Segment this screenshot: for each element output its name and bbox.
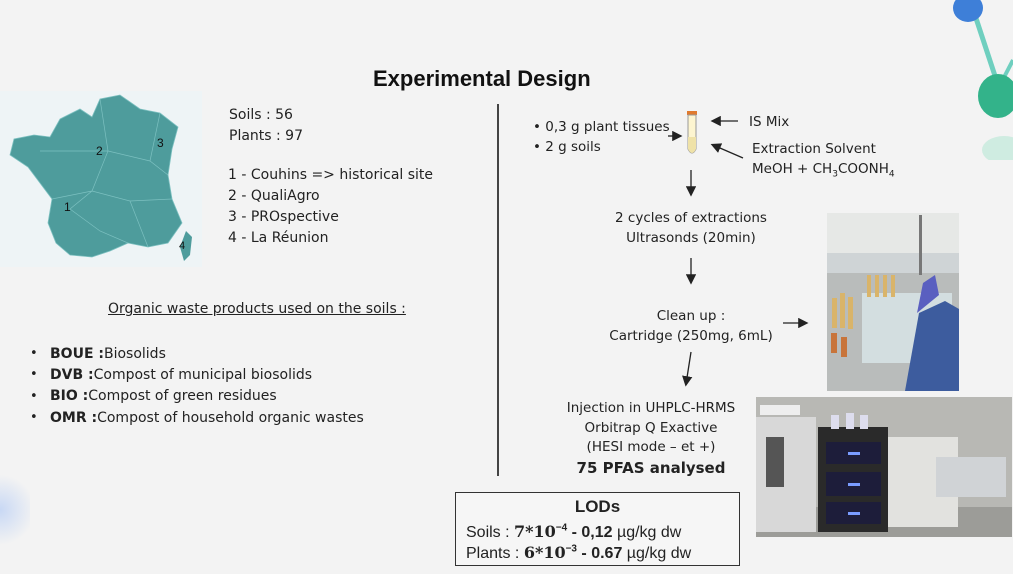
map-label-2: 2	[96, 144, 103, 158]
list-item: •OMR : Compost of household organic wast…	[30, 409, 364, 426]
uhplc-hrms-photo	[756, 397, 1012, 537]
lods-title: LODs	[574, 497, 621, 516]
soils-count: Soils : 56	[229, 107, 293, 123]
ultrasound-bath-photo	[827, 213, 959, 391]
plants-count: Plants : 97	[229, 128, 303, 144]
site-item: 3 - PROspective	[228, 209, 339, 225]
map-label-4: 4	[179, 240, 185, 252]
site-list: 1 - Couhins => historical site 2 - Quali…	[228, 167, 433, 251]
solvent-formula: MeOH + CH3COONH4	[752, 161, 895, 180]
lods-box: LODs Soils : 7*10−4 - 0,12 µg/kg dw Plan…	[455, 492, 740, 566]
list-item: •DVB : Compost of municipal biosolids	[30, 366, 313, 383]
is-mix-label: IS Mix	[749, 114, 790, 130]
lods-soils-row: Soils : 7*10−4 - 0,12 µg/kg dw	[466, 522, 682, 541]
corsica-shape	[180, 231, 192, 261]
vertical-divider	[497, 104, 499, 476]
france-mainland-shape	[9, 94, 183, 258]
molecule-decoration	[953, 0, 1013, 160]
extraction-step: 2 cycles of extractions Ultrasonds (20mi…	[615, 210, 767, 246]
site-item: 1 - Couhins => historical site	[228, 167, 434, 183]
arrow-solvent	[710, 143, 744, 159]
test-tube-icon	[687, 111, 697, 154]
page-title: Experimental Design	[373, 66, 591, 91]
list-item: • 0,3 g plant tissues	[533, 119, 670, 135]
list-item: •BIO : Compost of green residues	[30, 388, 277, 405]
arrow-down-3	[682, 351, 693, 387]
sample-counts: Soils : 56 Plants : 97	[229, 107, 303, 149]
extraction-solvent-label: Extraction Solvent MeOH + CH3COONH4	[752, 139, 895, 185]
organic-waste-heading: Organic waste products used on the soils…	[108, 301, 406, 317]
injection-step: Injection in UHPLC-HRMS Orbitrap Q Exact…	[566, 400, 736, 477]
organic-waste-list: •BOUE : Biosolids •DVB : Compost of muni…	[30, 343, 364, 428]
lods-plants-row: Plants : 6*10−3 - 0.67 µg/kg dw	[466, 543, 692, 562]
map-label-3: 3	[157, 136, 164, 150]
cleanup-step: Clean up : Cartridge (250mg, 6mL)	[609, 308, 773, 344]
site-item: 2 - QualiAgro	[228, 188, 320, 204]
france-map: 2 3 1 4	[0, 91, 202, 267]
site-item: 4 - La Réunion	[228, 230, 329, 246]
list-item: •BOUE : Biosolids	[30, 345, 166, 362]
map-label-1: 1	[64, 200, 71, 214]
workflow-arrows	[668, 115, 809, 387]
list-item: • 2 g soils	[533, 139, 601, 155]
sample-inputs: • 0,3 g plant tissues • 2 g soils	[533, 117, 670, 157]
blur-decoration	[0, 470, 30, 550]
